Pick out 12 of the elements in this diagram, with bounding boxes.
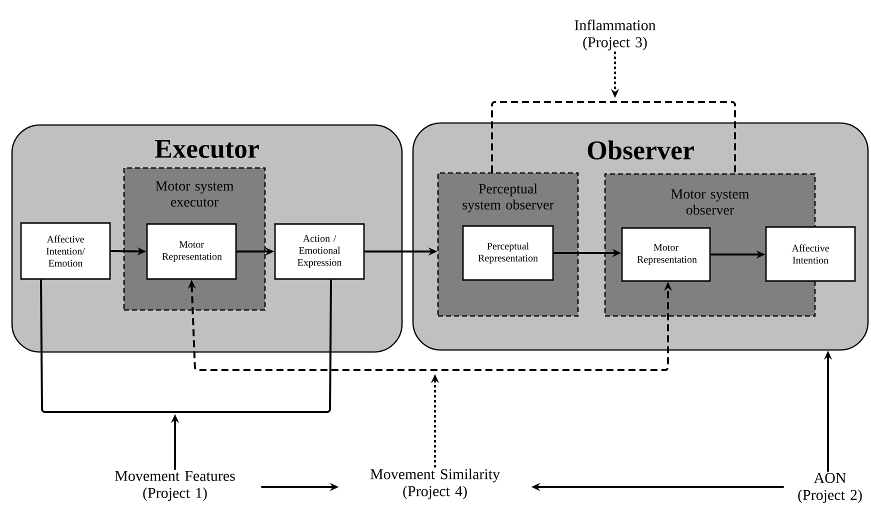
process-box: Perceptual Representation [462,225,554,281]
process-box: Motor Representation [146,223,237,280]
text-label: Movement Similarity (Project 4) [370,468,500,500]
text-label: AON (Project 2) [798,472,862,504]
process-box: Motor Representation [621,227,711,282]
connector-line [491,101,736,174]
process-box: Affective Intention/ Emotion [20,222,111,280]
text-label: Movement Features (Project 1) [115,471,235,501]
process-box: Affective Intention [765,226,856,282]
process-box: Action / Emotional Expression [274,223,365,280]
text-label: Inflammation (Project 3) [574,20,656,50]
connector-line [40,280,332,413]
